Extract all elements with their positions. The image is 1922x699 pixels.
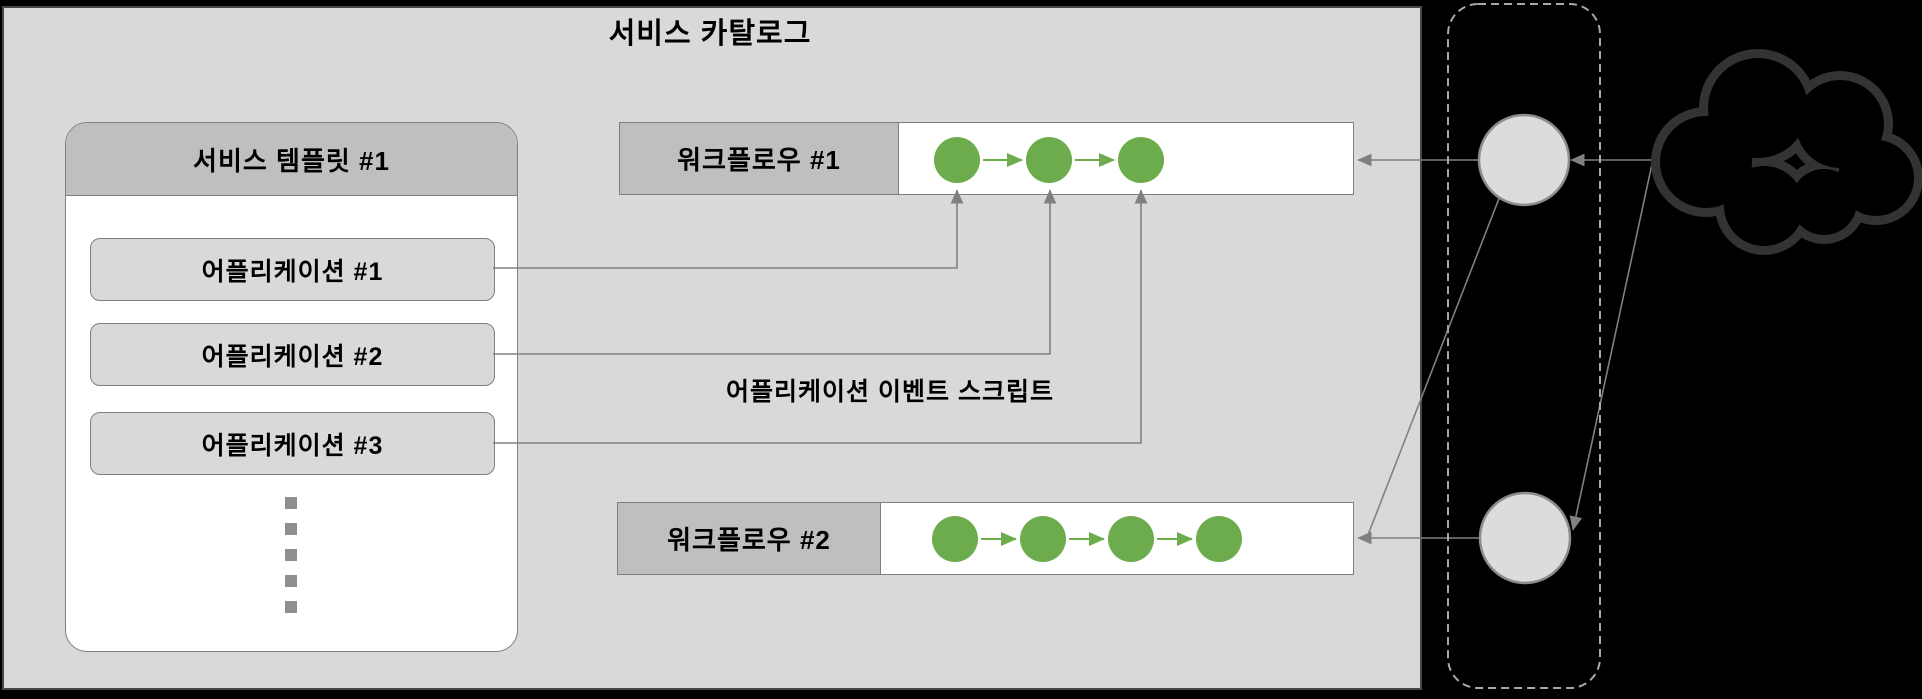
ellipsis-dot: [285, 575, 297, 587]
orchestrator-node-1: [1477, 113, 1571, 207]
event-script-annotation: 어플리케이션 이벤트 스크립트: [726, 378, 1054, 406]
application-box-1: 어플리케이션 #1: [90, 238, 495, 301]
ellipsis-dot: [285, 549, 297, 561]
workflow-1-label: 워크플로우 #1: [619, 122, 899, 195]
ellipsis-dot: [285, 497, 297, 509]
ellipsis-dot: [285, 523, 297, 535]
orchestrator-node-2: [1478, 491, 1572, 585]
cloud-icon: [1651, 49, 1922, 255]
service-template-header: 서비스 템플릿 #1: [66, 123, 517, 196]
service-template-box: 서비스 템플릿 #1: [65, 122, 518, 652]
ellipsis-dot: [285, 601, 297, 613]
orchestrator-lane: [1447, 3, 1601, 689]
workflow-2-label: 워크플로우 #2: [617, 502, 881, 575]
application-box-2: 어플리케이션 #2: [90, 323, 495, 386]
ellipsis-dots: [285, 497, 297, 627]
workflow-2-track: [880, 502, 1354, 575]
workflow-1-track: [898, 122, 1354, 195]
page-title: 서비스 카탈로그: [608, 18, 812, 50]
connector-cloud-to-node2: [1569, 163, 1653, 531]
application-box-3: 어플리케이션 #3: [90, 412, 495, 475]
